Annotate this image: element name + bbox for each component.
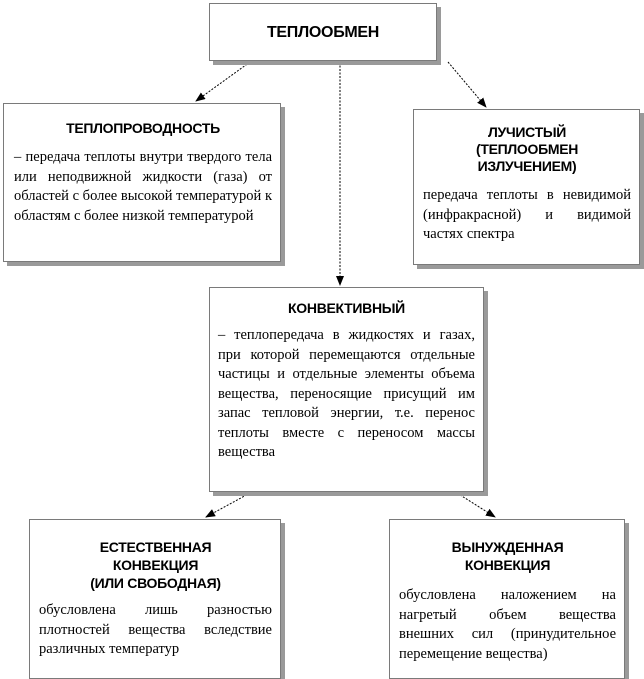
arrow-to-conduction	[195, 61, 251, 102]
radiation-title-line: ИЗЛУЧЕНИЕМ)	[477, 158, 577, 174]
convection-text: – теплопередача в жидкостях и газах, при…	[218, 327, 475, 460]
forced-convection-box: ВЫНУЖДЕННАЯ КОНВЕКЦИЯ обусловлена наложе…	[389, 519, 625, 679]
arrow-to-forced	[456, 492, 496, 518]
radiation-title-line: (ТЕПЛООБМЕН	[475, 141, 579, 157]
arrow-to-natural	[205, 492, 251, 518]
natural-title-line: КОНВЕКЦИЯ	[112, 557, 199, 573]
natural-convection-title: ЕСТЕСТВЕННАЯ КОНВЕКЦИЯ (ИЛИ СВОБОДНАЯ)	[39, 538, 272, 592]
conduction-text: – передача теплоты внутри твердого тела …	[14, 149, 272, 224]
conduction-title: ТЕПЛОПРОВОДНОСТЬ	[66, 120, 220, 136]
convection-title: КОНВЕКТИВНЫЙ	[288, 300, 405, 316]
arrow-to-radiation	[447, 61, 487, 108]
forced-title-line: ВЫНУЖДЕННАЯ	[451, 539, 564, 555]
heat-exchange-box: ТЕПЛООБМЕН	[209, 3, 437, 61]
radiation-title-line: ЛУЧИСТЫЙ	[487, 124, 567, 140]
convection-box: КОНВЕКТИВНЫЙ – теплопередача в жидкостях…	[209, 287, 484, 492]
heat-exchange-title: ТЕПЛООБМЕН	[266, 24, 380, 41]
natural-title-line: ЕСТЕСТВЕННАЯ	[99, 539, 212, 555]
radiation-title: ЛУЧИСТЫЙ (ТЕПЛООБМЕН ИЗЛУЧЕНИЕМ)	[423, 124, 631, 175]
natural-title-line: (ИЛИ СВОБОДНАЯ)	[90, 575, 221, 591]
conduction-box: ТЕПЛОПРОВОДНОСТЬ – передача теплоты внут…	[3, 103, 281, 262]
natural-convection-text: обусловлена лишь разностью плотностей ве…	[39, 602, 272, 657]
radiation-box: ЛУЧИСТЫЙ (ТЕПЛООБМЕН ИЗЛУЧЕНИЕМ) передач…	[413, 109, 640, 265]
forced-convection-title: ВЫНУЖДЕННАЯ КОНВЕКЦИЯ	[399, 538, 616, 574]
forced-title-line: КОНВЕКЦИЯ	[464, 557, 551, 573]
natural-convection-box: ЕСТЕСТВЕННАЯ КОНВЕКЦИЯ (ИЛИ СВОБОДНАЯ) о…	[29, 519, 281, 679]
radiation-text: передача теплоты в невидимой (инфракрасн…	[423, 187, 631, 242]
forced-convection-text: обусловлена наложением на нагретый объем…	[399, 587, 616, 662]
